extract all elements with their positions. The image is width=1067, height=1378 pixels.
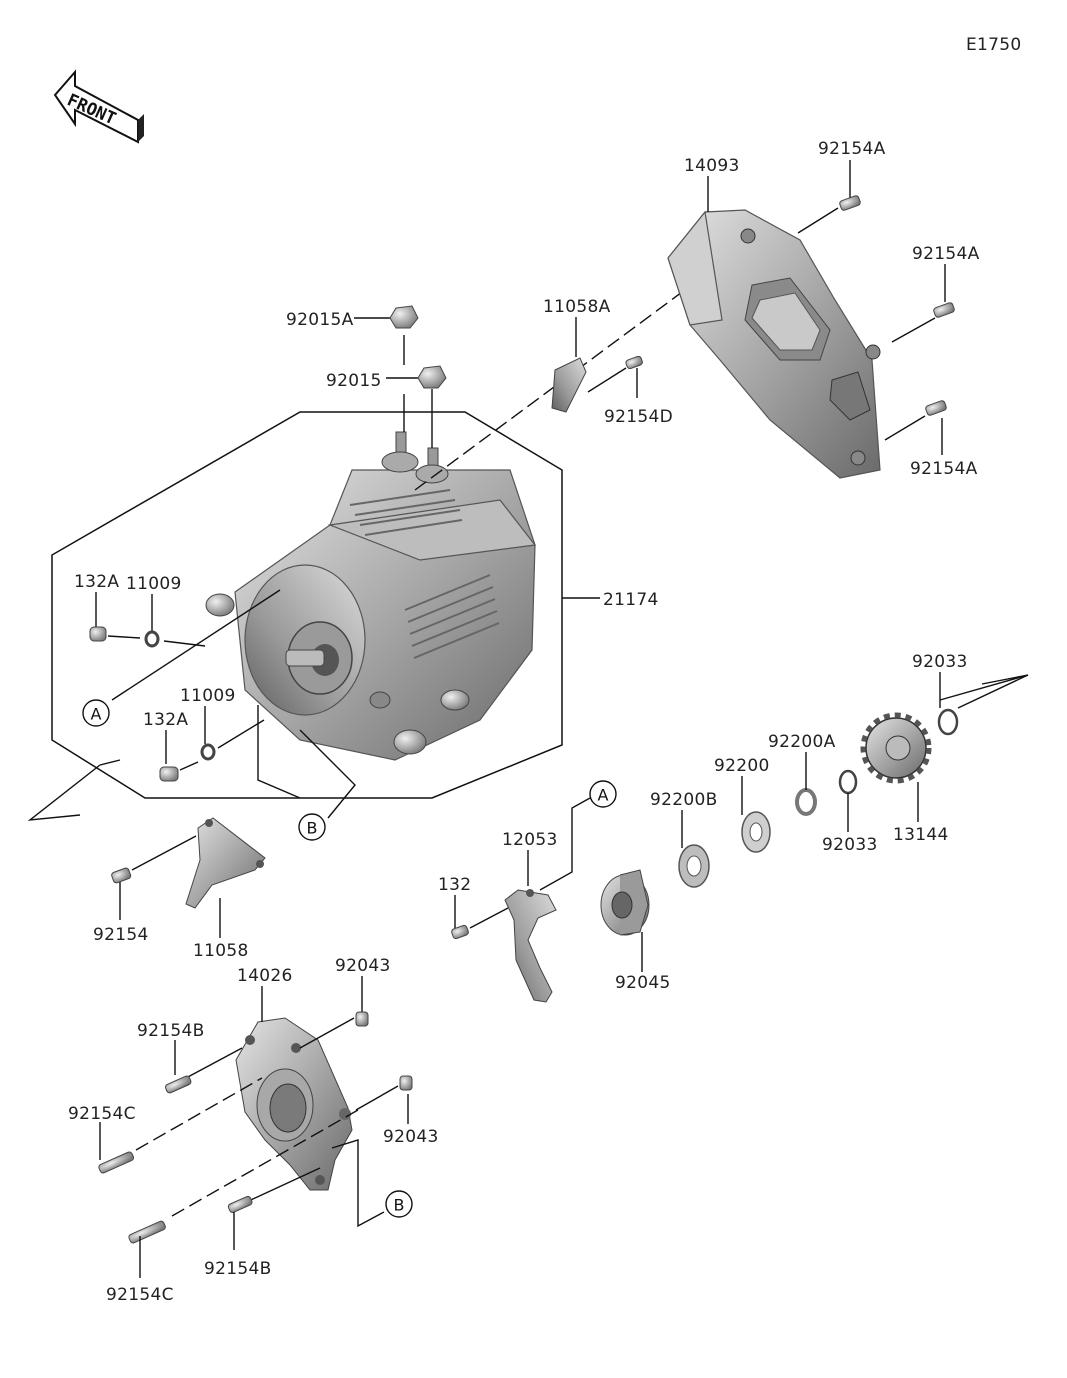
circlip-92033-2	[838, 769, 858, 795]
part-number: 132A	[74, 572, 119, 592]
bolt-92154	[111, 867, 132, 884]
part-number: 14093	[684, 156, 740, 176]
bolt-132	[451, 924, 469, 940]
part-number: 92200A	[768, 732, 836, 752]
part-number: 11009	[126, 574, 182, 594]
part-number: 92033	[822, 835, 878, 855]
bracket-11058A	[551, 357, 587, 413]
part-number: 12053	[502, 830, 558, 850]
sprocket-13144	[860, 712, 932, 784]
bearing-92045	[600, 869, 650, 936]
bracket-11058	[185, 817, 266, 909]
part-number: 92154C	[106, 1285, 174, 1305]
crankcase-frame	[51, 411, 563, 799]
front-arrow-icon: FRONT	[53, 69, 144, 144]
part-number: 92154	[93, 925, 149, 945]
part-number: 14026	[237, 966, 293, 986]
ref-circle-A1: A	[82, 699, 110, 727]
part-number: 132	[438, 875, 471, 895]
part-number: 13144	[893, 825, 949, 845]
part-number: 11058A	[543, 297, 611, 317]
part-number: 92154B	[204, 1259, 272, 1279]
svg-text:A: A	[598, 786, 609, 805]
dowel-92043-1	[355, 1011, 369, 1027]
cover-leaders	[575, 160, 946, 455]
bolt-92154A-top	[839, 195, 861, 211]
svg-text:A: A	[91, 705, 102, 724]
cover-14026-parts	[98, 976, 413, 1278]
part-number: 92033	[912, 652, 968, 672]
part-number: 92154D	[604, 407, 673, 427]
circlip-92033-1	[937, 708, 959, 736]
dowel-92043-2	[399, 1075, 413, 1091]
part-number: 92043	[383, 1127, 439, 1147]
ref-circle-A2: A	[589, 780, 617, 808]
part-number: 92154A	[912, 244, 980, 264]
nut-92015A	[389, 305, 419, 329]
diagram-code: E1750	[966, 35, 1022, 55]
bolt-92154C-2	[128, 1220, 166, 1244]
bolt-92154D	[625, 355, 643, 370]
sprocket-assembly	[451, 672, 1029, 1003]
part-number: 132A	[143, 710, 188, 730]
part-number: 92154B	[137, 1021, 205, 1041]
part-number: 92043	[335, 956, 391, 976]
part-number: 92154A	[910, 459, 978, 479]
part-number: 11058	[193, 941, 249, 961]
left-small-parts	[89, 589, 281, 782]
nut-92015	[417, 365, 447, 389]
washer-11009-1	[144, 630, 160, 648]
cover-14026	[235, 1017, 353, 1191]
bolt-92154A-low	[925, 400, 947, 416]
bolt-132A-2	[159, 766, 179, 782]
bolt-132A-1	[89, 626, 107, 642]
bolt-92154C-1	[98, 1151, 135, 1174]
washer-11009-2	[200, 743, 216, 761]
guide-12053	[504, 889, 557, 1003]
bolt-92154B-2	[227, 1195, 253, 1213]
ref-circle-B2: B	[385, 1190, 413, 1218]
svg-text:B: B	[307, 819, 318, 838]
part-number: 92200	[714, 756, 770, 776]
part-number: 21174	[603, 590, 659, 610]
part-number: 92015	[326, 371, 382, 391]
svg-text:B: B	[394, 1196, 405, 1215]
ref-circle-B1: B	[298, 813, 326, 841]
part-number: 92154A	[818, 139, 886, 159]
washer-92200A	[795, 788, 817, 816]
part-number: 92200B	[650, 790, 718, 810]
part-number: 92154C	[68, 1104, 136, 1124]
part-number: 92015A	[286, 310, 354, 330]
bolt-92154B-1	[164, 1075, 192, 1094]
sprocket-cover-14093	[667, 209, 881, 479]
bolt-92154A-mid	[933, 302, 955, 318]
part-number: 11009	[180, 686, 236, 706]
part-number: 92045	[615, 973, 671, 993]
crankcase-assembly-21174	[51, 411, 563, 799]
